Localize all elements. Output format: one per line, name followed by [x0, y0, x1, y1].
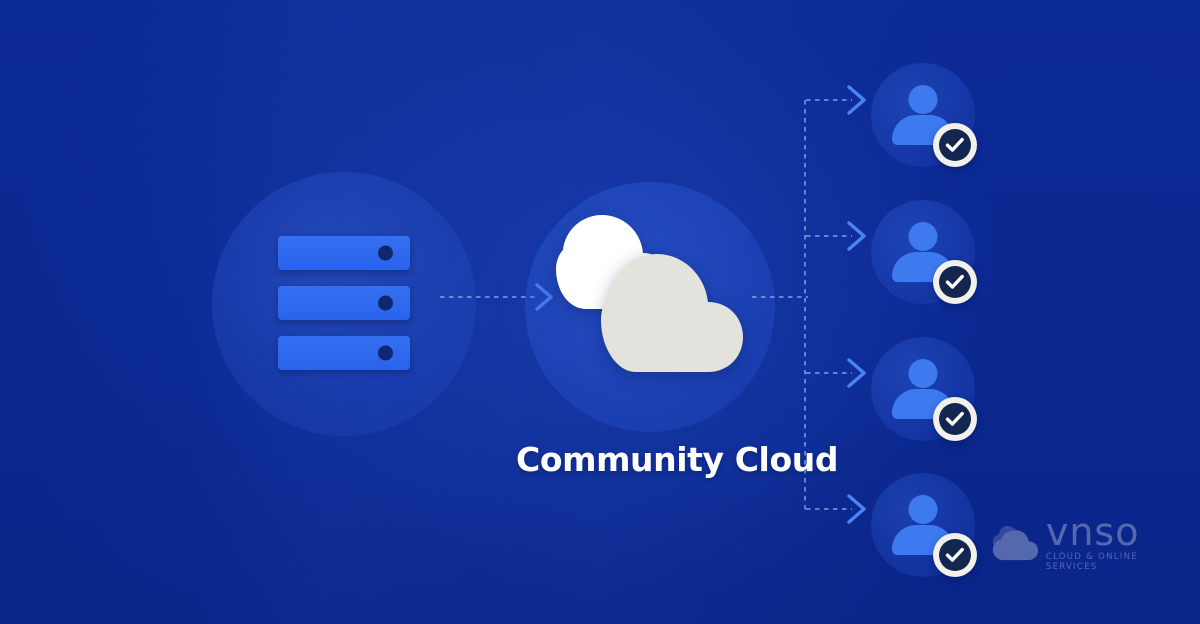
verified-badge-icon [933, 123, 977, 167]
user-head-shape [908, 359, 938, 388]
verified-badge-icon [933, 260, 977, 304]
server-led-icon [378, 295, 393, 311]
verified-badge-icon [933, 533, 977, 577]
watermark-tagline: CLOUD & ONLINE SERVICES [1045, 551, 1138, 572]
chevron-right-icon [535, 283, 553, 311]
watermark-brand: vnso [1045, 509, 1140, 554]
cloud-icon [555, 205, 745, 375]
server-led-icon [378, 245, 393, 261]
cloud-logo-icon [992, 525, 1039, 561]
watermark-text: vnso CLOUD & ONLINE SERVICES [1045, 509, 1172, 572]
check-icon [945, 274, 964, 289]
connector-branch-user-1 [806, 99, 852, 101]
check-icon [945, 547, 964, 562]
server-bar [278, 336, 410, 370]
verified-badge-inner [939, 539, 971, 571]
verified-badge-icon [933, 397, 977, 441]
chevron-right-icon [847, 358, 866, 388]
user-node-4 [871, 473, 977, 577]
connector-vertical-bus [804, 100, 806, 510]
chevron-right-icon [847, 221, 866, 251]
check-icon [945, 411, 964, 426]
page-title: Community Cloud [516, 440, 839, 479]
server-led-icon [378, 345, 393, 361]
user-head-shape [908, 222, 938, 251]
user-node-3 [871, 337, 977, 441]
user-node-2 [871, 200, 977, 304]
user-head-shape [908, 495, 938, 524]
server-bar [278, 286, 410, 320]
server-icon [278, 236, 410, 370]
connector-server-to-cloud [440, 296, 536, 298]
connector-branch-user-3 [806, 372, 852, 374]
connector-branch-user-4 [806, 508, 852, 510]
check-icon [945, 137, 964, 152]
user-node-1 [871, 63, 977, 167]
verified-badge-inner [939, 403, 971, 435]
verified-badge-inner [939, 129, 971, 161]
connector-cloud-to-bus [752, 296, 808, 298]
cloud-front-shape [601, 254, 743, 372]
watermark-logo: vnso CLOUD & ONLINE SERVICES [992, 512, 1172, 574]
user-head-shape [908, 85, 938, 114]
connector-branch-user-2 [806, 235, 852, 237]
server-bar [278, 236, 410, 270]
chevron-right-icon [847, 494, 866, 524]
chevron-right-icon [847, 85, 866, 115]
verified-badge-inner [939, 266, 971, 298]
